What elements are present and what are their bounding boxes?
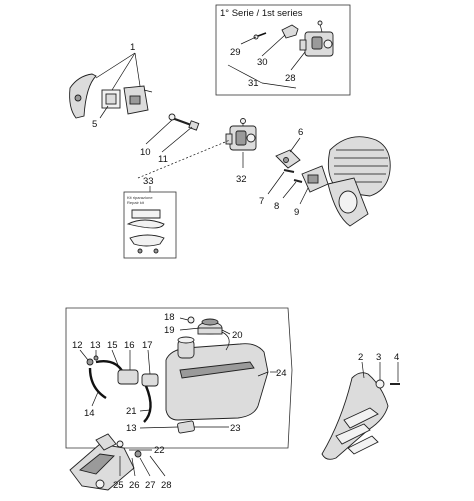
callout-13b: 13: [126, 423, 137, 434]
callout-7: 7: [259, 196, 264, 207]
first-series-inset: 1° Serie / 1st series 29 30 28 31: [215, 4, 351, 96]
callout-25: 25: [113, 480, 124, 491]
callout-14: 14: [84, 408, 95, 419]
fuel-filter-16[interactable]: [117, 369, 139, 385]
callout-10: 10: [140, 147, 151, 158]
carburetor-group: 32: [137, 118, 257, 185]
air-filter-cover[interactable]: [69, 73, 97, 119]
fuel-tank-frame: [65, 307, 293, 449]
fuel-tank-group: 18 19 20 12 13 15 16 17 14 21 13 23 24: [65, 307, 293, 449]
guard-plate[interactable]: [321, 372, 389, 460]
callout-33: 33: [143, 176, 154, 187]
callout-15: 15: [107, 340, 118, 351]
fuel-filter-17[interactable]: [141, 373, 159, 387]
guard-group: 2 3 4: [321, 352, 400, 460]
callout-6: 6: [298, 127, 303, 138]
cylinder-group: 6 7 8 9: [259, 127, 391, 227]
diaphragm-2[interactable]: [129, 234, 165, 247]
callout-12: 12: [72, 340, 83, 351]
mount-bracket[interactable]: [69, 433, 135, 491]
callout-30: 30: [257, 57, 268, 68]
callout-11: 11: [158, 154, 168, 165]
callout-23: 23: [230, 423, 241, 434]
callout-9: 9: [294, 207, 299, 218]
callout-18: 18: [164, 312, 175, 323]
carburetor-first-series[interactable]: [299, 20, 334, 57]
callout-20: 20: [232, 330, 243, 341]
grommet-23[interactable]: [177, 420, 195, 434]
callout-3: 3: [376, 352, 381, 363]
fuel-tank[interactable]: [165, 336, 269, 421]
callout-2: 2: [358, 352, 363, 363]
callout-31: 31: [248, 78, 259, 89]
repair-kit-label-en: Repair kit: [127, 200, 145, 205]
cylinder[interactable]: [327, 136, 391, 227]
callout-24: 24: [276, 368, 287, 379]
mount-group: 22 25 26 27 28: [69, 433, 172, 491]
callout-22: 22: [154, 445, 165, 456]
carburetor[interactable]: [225, 118, 257, 151]
cap-ring-18[interactable]: [187, 316, 195, 324]
air-filter-group: 1 5: [69, 42, 153, 130]
first-series-title: 1° Serie / 1st series: [220, 8, 303, 19]
callout-28-lower: 28: [161, 480, 172, 491]
callout-8: 8: [274, 201, 279, 212]
gasket-1[interactable]: [131, 209, 161, 219]
diaphragm-1[interactable]: [126, 219, 165, 229]
fuel-connector-30[interactable]: [281, 24, 299, 39]
callout-5: 5: [92, 119, 97, 130]
callout-1: 1: [130, 42, 135, 53]
repair-kit-label-it: Kit riparazione: [127, 195, 153, 200]
callout-16: 16: [124, 340, 135, 351]
callout-13a: 13: [90, 340, 101, 351]
callout-32: 32: [236, 174, 247, 185]
callout-28: 28: [285, 73, 296, 84]
fuel-cap[interactable]: [197, 318, 230, 351]
repair-kit-frame: [123, 191, 177, 259]
first-series-frame: [215, 4, 351, 96]
callout-26: 26: [129, 480, 140, 491]
callout-19: 19: [164, 325, 175, 336]
washer-3[interactable]: [375, 379, 385, 389]
callout-4: 4: [394, 352, 399, 363]
callout-29: 29: [230, 47, 241, 58]
repair-kit-group: 33 Kit riparazione Repair kit: [123, 176, 177, 259]
bolt-group: 10 11: [140, 113, 200, 165]
callout-21: 21: [126, 406, 137, 417]
callout-27: 27: [145, 480, 156, 491]
callout-17: 17: [142, 340, 153, 351]
